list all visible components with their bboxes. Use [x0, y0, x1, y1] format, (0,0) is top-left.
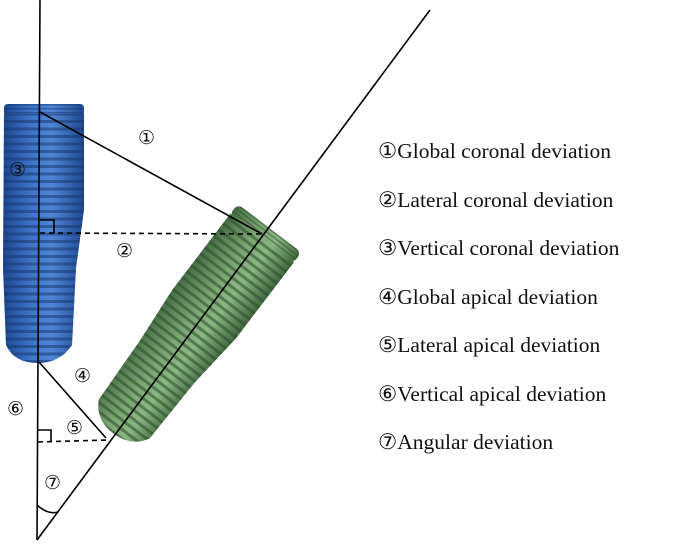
marker-3: ③	[9, 159, 26, 181]
placed-implant-threads	[98, 213, 295, 442]
legend-item-global-apical: ④Global apical deviation	[378, 284, 598, 309]
planned-implant	[3, 104, 84, 363]
right-angle-mark-coronal	[40, 219, 55, 233]
marker-5: ⑤	[66, 417, 83, 439]
legend: ①Global coronal deviation ②Lateral coron…	[378, 134, 683, 474]
global-apical-line	[38, 361, 107, 439]
marker-2: ②	[116, 240, 133, 262]
global-coronal-line	[39, 111, 263, 235]
placed-implant-collar-threads	[231, 206, 299, 262]
placed-axis-line	[36, 9, 431, 541]
legend-item-global-coronal: ①Global coronal deviation	[378, 139, 612, 163]
angle-arc	[36, 504, 59, 514]
diagram-markers: ① ② ③ ④ ⑤ ⑥ ⑦	[7, 127, 155, 494]
legend-item-vertical-apical: ⑥Vertical apical deviation	[378, 381, 607, 406]
marker-6: ⑥	[7, 398, 24, 420]
planned-axis-line	[36, 0, 41, 541]
right-angle-mark-apical	[38, 429, 52, 442]
deviation-lines	[36, 0, 431, 541]
marker-7: ⑦	[44, 472, 61, 494]
planned-implant-collar-threads	[4, 104, 84, 116]
planned-implant-threads	[3, 114, 84, 363]
legend-item-angular: ⑦Angular deviation	[378, 430, 554, 454]
lateral-apical-line	[37, 439, 109, 443]
lateral-coronal-line	[39, 232, 263, 235]
marker-1: ①	[138, 127, 155, 149]
placed-implant	[98, 206, 299, 442]
legend-item-vertical-coronal: ③Vertical coronal deviation	[378, 236, 620, 260]
marker-4: ④	[74, 365, 91, 387]
legend-item-lateral-coronal: ②Lateral coronal deviation	[378, 187, 614, 212]
legend-item-lateral-apical: ⑤Lateral apical deviation	[378, 333, 601, 357]
